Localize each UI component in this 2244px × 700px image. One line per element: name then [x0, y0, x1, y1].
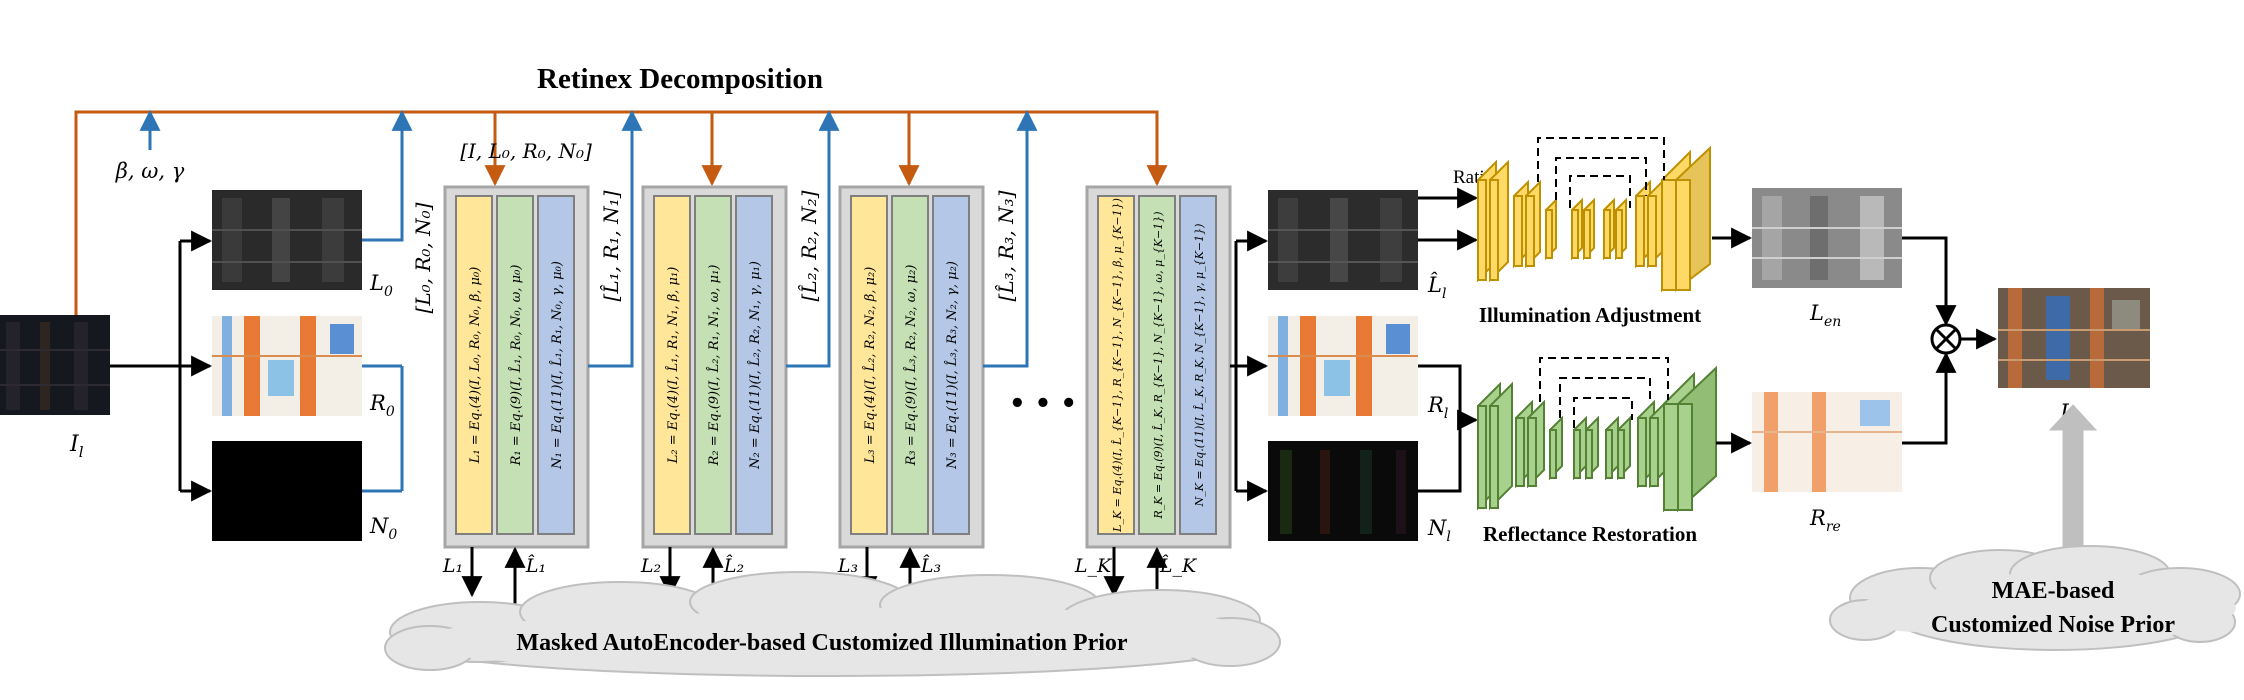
illumination-prior-cloud: [384, 571, 1281, 677]
stage-1-eq-n: N₁ = Eq.(11)(I, L̂₁, R₁, N₀, γ, μ₀): [549, 261, 565, 470]
l0-label: L0: [369, 271, 393, 300]
ellipsis: • • •: [1009, 389, 1077, 419]
stage-2-eq-n: N₂ = Eq.(11)(I, L̂₂, R₂, N₁, γ, μ₁): [747, 261, 763, 470]
i-en-image: [1998, 288, 2150, 388]
stage-3-eq-n: N₃ = Eq.(11)(I, L̂₃, R₃, N₂, γ, μ₂): [944, 261, 960, 470]
l-final-image: [1268, 190, 1418, 290]
noise-prior-arrow: [2048, 404, 2098, 549]
stage-input-2: [L̂₂, R₂, N₂]: [797, 190, 821, 301]
stage-input-0: [L₀, R₀, N₀]: [411, 202, 435, 313]
r-final-label: Rl: [1427, 393, 1448, 422]
n0-image: [212, 441, 362, 541]
r0-label: R0: [369, 391, 395, 420]
reflectance-restoration-network: [1477, 365, 1717, 513]
r0-image: [212, 316, 362, 416]
stage-blue-connectors: [588, 109, 1038, 368]
stage-1-eq-r: R₁ = Eq.(9)(I, L̂₁, R₀, N₀, ω, μ₀): [508, 265, 524, 467]
l-final-label: L̂l: [1427, 273, 1446, 302]
stage-3-eq-r: R₃ = Eq.(9)(I, L̂₃, R₂, N₂, ω, μ₂): [903, 265, 919, 467]
l0-image: [212, 190, 362, 290]
title: Retinex Decomposition: [537, 63, 823, 95]
illumination-adjustment-network: [1477, 145, 1711, 293]
r-re-label: Rre: [1809, 506, 1841, 535]
stage-k-eq-l: L_K = Eq.(4)(I, L̂_{K−1}, R_{K−1}, N_{K−…: [1111, 198, 1124, 533]
stage-block-3: L₃ = Eq.(4)(I, L̂₂, R₂, N₂, β, μ₂) R₃ = …: [838, 185, 985, 549]
stage-1-out-label: L₁: [442, 555, 463, 577]
multiply-icon: [1930, 323, 1962, 355]
noise-prior-cloud: [1829, 545, 2241, 651]
prior-io-labels: L₁ L̂₁ L₂ L̂₂ L₃ L̂₃ L_K L̂_K: [442, 555, 1198, 577]
stage-k-out-label: L_K: [1074, 555, 1113, 577]
r-re-image: [1752, 392, 1902, 492]
stage-block-k: L_K = Eq.(4)(I, L̂_{K−1}, R_{K−1}, N_{K−…: [1085, 185, 1232, 549]
to-networks-arrows: [1418, 187, 1479, 493]
r-final-image: [1268, 316, 1418, 416]
stage-input-3: [L̂₃, R₃, N₃]: [994, 190, 1018, 301]
stage-block-2: L₂ = Eq.(4)(I, L̂₁, R₁, N₁, β, μ₁) R₂ = …: [641, 185, 788, 549]
stage-3-in-label: L̂₃: [920, 555, 941, 577]
stage-2-eq-r: R₂ = Eq.(9)(I, L̂₂, R₁, N₁, ω, μ₁): [706, 265, 722, 467]
illumination-adjustment-label: Illumination Adjustment: [1479, 303, 1701, 327]
stage-k-eq-n: N_K = Eq.(11)(I, L̂_K, R_K, N_{K−1}, γ, …: [1193, 224, 1206, 508]
stage-2-out-label: L₂: [640, 555, 661, 577]
stage-1-eq-l: L₁ = Eq.(4)(I, L₀, R₀, N₀, β, μ₀): [468, 267, 483, 465]
network-output-arrows: [1712, 227, 1998, 454]
stage-input-1: [L̂₁, R₁, N₁]: [599, 190, 623, 301]
illumination-prior-label: Masked AutoEncoder-based Customized Illu…: [516, 630, 1127, 656]
noise-prior-label-line1: MAE-based: [1992, 578, 2115, 604]
stage-3-eq-l: L₃ = Eq.(4)(I, L̂₂, R₂, N₂, β, μ₂): [862, 267, 878, 465]
illum-skip-connections: [1537, 137, 1665, 208]
input-image: [0, 315, 110, 415]
final-split-arrows: [1230, 230, 1269, 502]
l-en-image: [1752, 188, 1902, 288]
input-label: Il: [69, 432, 84, 461]
stage-2-eq-l: L₂ = Eq.(4)(I, L̂₁, R₁, N₁, β, μ₁): [665, 267, 681, 465]
stage-3-out-label: L₃: [837, 555, 858, 577]
stage-block-1: L₁ = Eq.(4)(I, L₀, R₀, N₀, β, μ₀) R₁ = E…: [443, 185, 590, 549]
reflectance-restoration-label: Reflectance Restoration: [1483, 522, 1697, 546]
params-label: β, ω, γ: [115, 159, 185, 183]
stage-1-in-label: L̂₁: [525, 555, 546, 577]
l-en-label: Len: [1809, 301, 1841, 330]
init-to-stage1-connector: [362, 109, 413, 493]
n-final-image: [1268, 441, 1418, 541]
n-final-label: Nl: [1427, 516, 1451, 545]
input-split-arrows: [110, 230, 213, 502]
stage-2-in-label: L̂₂: [723, 555, 744, 577]
orange-bus: [74, 110, 1168, 316]
first-stage-input: [I, L₀, R₀, N₀]: [460, 139, 592, 163]
noise-prior-label-line2: Customized Noise Prior: [1931, 612, 2175, 638]
stage-k-eq-r: R_K = Eq.(9)(I, L̂_K, R_{K−1}, N_{K−1}, …: [1152, 211, 1165, 519]
refl-skip-connections: [1539, 357, 1669, 428]
n0-label: N0: [369, 514, 397, 543]
stage-k-in-label: L̂_K: [1159, 555, 1198, 577]
